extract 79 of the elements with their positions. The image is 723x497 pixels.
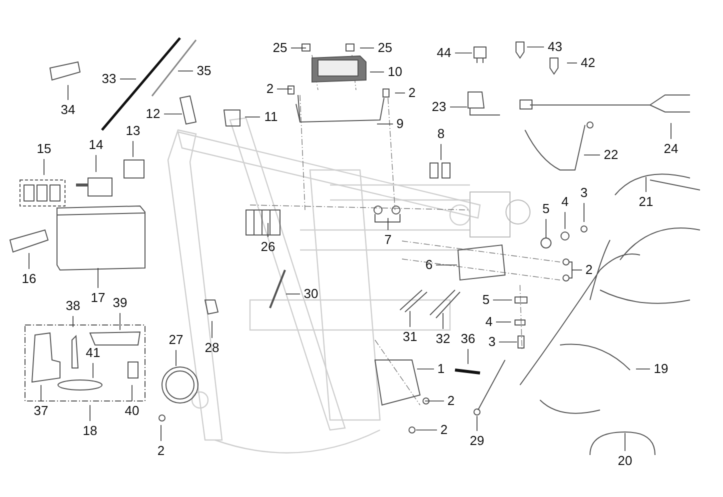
leader-line (424, 400, 444, 402)
callout-number: 4 (484, 314, 494, 330)
callout-number: 29 (468, 433, 486, 449)
callout-number: 13 (124, 123, 142, 139)
callout-number: 17 (89, 290, 107, 306)
leader-line (566, 62, 578, 64)
callout-number: 31 (401, 329, 419, 345)
callout-number: 36 (459, 331, 477, 347)
callout-number: 33 (100, 71, 118, 87)
callout-number: 2 (439, 422, 449, 438)
callout-number: 34 (59, 102, 77, 118)
callout-number: 2 (407, 85, 417, 101)
callout-number: 1 (436, 361, 446, 377)
callout-number: 2 (156, 443, 166, 459)
leader-line (120, 78, 136, 80)
callout-number: 37 (32, 403, 50, 419)
callout-number: 7 (383, 232, 393, 248)
callout-number: 2 (265, 81, 275, 97)
leader-line (454, 52, 472, 54)
leader-line (436, 264, 458, 266)
leader-line (28, 252, 30, 270)
leader-line (178, 70, 194, 72)
leader-line (440, 144, 442, 160)
callout-number: 16 (20, 271, 38, 287)
callout-number: 43 (546, 39, 564, 55)
callout-number: 20 (616, 453, 634, 469)
callout-number: 11 (262, 109, 280, 125)
leader-line (40, 384, 42, 402)
leader-line (394, 92, 406, 94)
leader-line (584, 154, 600, 156)
callout-number: 14 (87, 137, 105, 153)
leader-line (442, 312, 444, 330)
callout-number: 23 (430, 99, 448, 115)
callout-number: 3 (579, 185, 589, 201)
callout-number: 35 (195, 63, 213, 79)
callout-number: 5 (481, 292, 491, 308)
callout-number: 19 (652, 361, 670, 377)
callout-number: 38 (64, 298, 82, 314)
leader-line (92, 362, 94, 378)
callout-number: 12 (144, 106, 162, 122)
callout-number: 2 (584, 262, 594, 278)
callout-number: 32 (434, 331, 452, 347)
callout-number: 3 (487, 334, 497, 350)
leader-line (450, 106, 468, 108)
callout-number: 24 (662, 141, 680, 157)
leader-line (564, 212, 566, 230)
callout-number: 25 (271, 40, 289, 56)
callout-number: 26 (259, 239, 277, 255)
callout-number: 41 (84, 345, 102, 361)
callout-number: 39 (111, 295, 129, 311)
callout-number: 22 (602, 147, 620, 163)
callout-number: 18 (81, 423, 99, 439)
callout-number: 9 (395, 116, 405, 132)
leader-line (636, 368, 650, 370)
leader-line (526, 46, 544, 48)
leader-line (244, 116, 260, 118)
callout-number: 42 (579, 55, 597, 71)
callout-number: 44 (435, 45, 453, 61)
leader-line (276, 88, 292, 90)
callout-number: 21 (637, 194, 655, 210)
callout-number: 8 (436, 126, 446, 142)
callout-number: 28 (203, 340, 221, 356)
leader-line (160, 424, 162, 442)
callout-number: 15 (35, 141, 53, 157)
callout-number: 40 (123, 403, 141, 419)
callout-number: 5 (541, 201, 551, 217)
leader-line (670, 122, 672, 140)
leader-line (72, 316, 74, 328)
leader-line (416, 368, 434, 370)
leader-line (624, 432, 626, 452)
callout-number: 4 (560, 194, 570, 210)
callout-number: 6 (424, 257, 434, 273)
callout-number: 2 (446, 393, 456, 409)
leader-line (476, 416, 478, 432)
leader-line (132, 140, 134, 158)
callout-number: 27 (167, 332, 185, 348)
callout-number: 25 (376, 40, 394, 56)
callout-number: 10 (386, 64, 404, 80)
callout-number: 30 (302, 286, 320, 302)
